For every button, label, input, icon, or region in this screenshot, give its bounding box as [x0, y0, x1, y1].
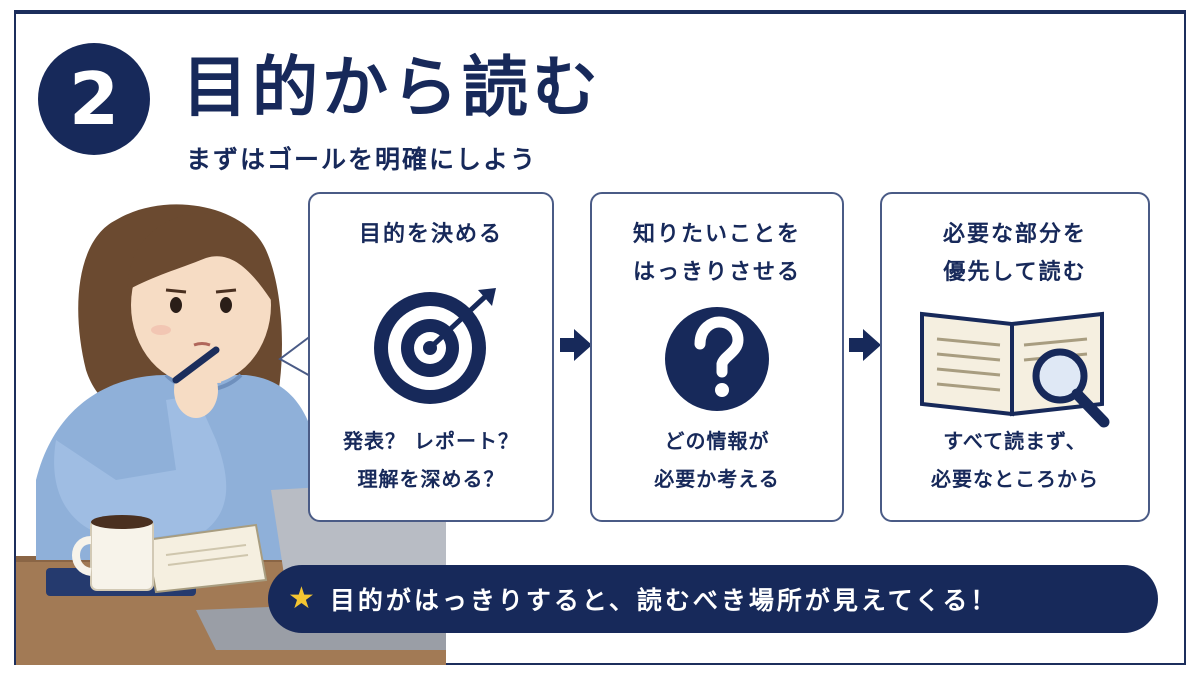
question-mark-icon [665, 307, 769, 411]
step-1-caption-line-2: 理解を深める？ [357, 467, 505, 491]
step-3-caption-line-1: すべて読まず、 [943, 429, 1087, 453]
step-2-caption-line-1: どの情報が [664, 429, 770, 453]
step-3-heading-line-1: 必要な部分を [942, 222, 1087, 247]
step-2-heading-line-2: はっきりさせる [632, 260, 801, 285]
step-2-heading: 知りたいことを はっきりさせる [592, 216, 842, 292]
step-card-2: 知りたいことを はっきりさせる どの情報が 必要か考える [590, 192, 844, 522]
step-1-heading-line-1: 目的を決める [358, 222, 503, 247]
step-3-heading-line-2: 優先して読む [943, 260, 1087, 285]
star-icon: ★ [288, 581, 318, 616]
key-message-banner: ★ 目的がはっきりすると、読むべき場所が見えてくる！ [268, 565, 1158, 633]
step-1-caption-line-1: 発表？ レポート？ [343, 429, 519, 453]
step-2-caption-line-2: 必要か考える [654, 467, 780, 491]
top-rule [14, 10, 1186, 14]
page-title: 目的から読む [182, 49, 602, 126]
step-1-caption: 発表？ レポート？ 理解を深める？ [310, 422, 552, 498]
step-card-1: 目的を決める 発表？ レポート？ 理解を深める？ [308, 192, 554, 522]
speech-bubble-tail [278, 334, 313, 378]
step-3-caption: すべて読まず、 必要なところから [882, 422, 1148, 498]
banner-text: 目的がはっきりすると、読むべき場所が見えてくる！ [329, 586, 999, 615]
step-1-heading: 目的を決める [310, 216, 552, 254]
page-subtitle: まずはゴールを明確にしよう [186, 145, 538, 174]
arrow-right-icon [849, 329, 881, 361]
step-number: 2 [68, 57, 120, 141]
thinking-woman-illustration [16, 204, 446, 665]
step-2-heading-line-1: 知りたいことを [632, 222, 801, 247]
step-3-heading: 必要な部分を 優先して読む [882, 216, 1148, 292]
step-2-caption: どの情報が 必要か考える [592, 422, 842, 498]
step-3-caption-line-2: 必要なところから [931, 467, 1099, 491]
book-magnifier-icon [920, 311, 1110, 428]
step-card-3: 必要な部分を 優先して読む すべて読まず、 必要なところから [880, 192, 1150, 522]
arrow-right-icon [560, 329, 592, 361]
target-arrow-icon [374, 288, 496, 404]
step-number-badge: 2 [38, 43, 150, 155]
